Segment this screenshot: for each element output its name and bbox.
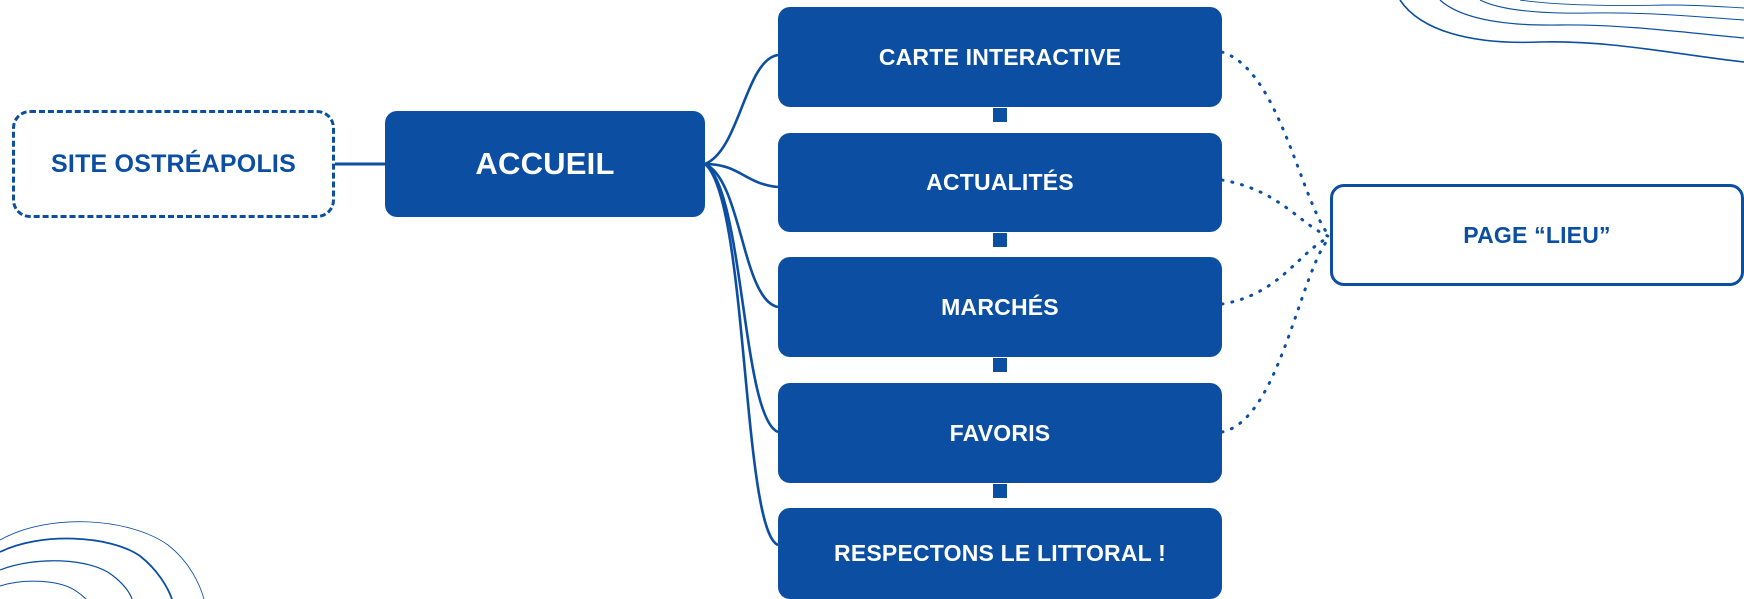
favoris-node[interactable]: FAVORIS	[778, 383, 1222, 483]
contour-lines-bottom-left	[0, 521, 205, 599]
carte-interactive-node[interactable]: CARTE INTERACTIVE	[778, 7, 1222, 107]
connectors-accueil-children	[704, 53, 779, 547]
marches-node[interactable]: MARCHÉS	[778, 257, 1222, 357]
actualites-node[interactable]: ACTUALITÉS	[778, 133, 1222, 232]
site-ostreapolis-node: SITE OSTRÉAPOLIS	[12, 110, 335, 218]
contour-lines-top-right	[1399, 0, 1744, 63]
dotted-links-page-lieu	[1220, 50, 1332, 434]
respectons-le-littoral-node[interactable]: RESPECTONS LE LITTORAL !	[778, 508, 1222, 599]
vertical-links	[993, 108, 1007, 498]
accueil-node[interactable]: ACCUEIL	[385, 111, 705, 217]
page-lieu-node[interactable]: PAGE “LIEU”	[1330, 184, 1744, 286]
